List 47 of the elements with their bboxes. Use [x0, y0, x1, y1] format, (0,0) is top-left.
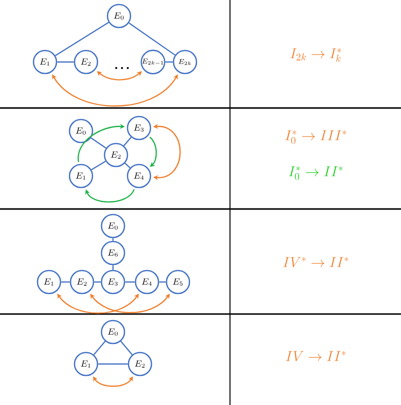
- circle-node: $E_6$: [100, 240, 126, 266]
- connector-line: [128, 22, 176, 56]
- math-label: $I_0^* \to II^*$: [288, 166, 343, 180]
- curved-arrow: [90, 294, 170, 314]
- connector-line: [165, 61, 173, 63]
- circle-node: $E_2$: [74, 50, 98, 74]
- circle-node: $E_2$: [128, 352, 152, 376]
- circle-node: $E_3$: [126, 116, 152, 140]
- connector-line: [124, 162, 130, 168]
- circle-node: $E_5$: [166, 270, 190, 294]
- curved-arrow: [85, 189, 135, 202]
- ellipsis: …: [115, 66, 129, 70]
- connector-line: [61, 281, 70, 283]
- circle-node: $E_1$: [68, 164, 94, 188]
- connector-line: [93, 340, 106, 356]
- math-label: $I_0^* \to III^*$: [285, 130, 346, 144]
- circle-node: $E_0$: [68, 118, 94, 144]
- circle-node: $E_2$: [70, 270, 94, 294]
- connector-line: [57, 61, 74, 63]
- connector-line: [94, 281, 101, 283]
- connector-line: [91, 160, 106, 170]
- circle-node: $E_1$: [36, 270, 62, 294]
- connector-line: [120, 340, 133, 356]
- circle-node: $E_0$: [106, 4, 132, 28]
- connector-line: [90, 137, 106, 149]
- circle-node: $E_1$: [74, 352, 98, 376]
- math-label: $I_{2k} \to I_k^*$: [290, 48, 342, 62]
- circle-node: $E_0$: [100, 320, 126, 344]
- connector-line: [159, 281, 166, 283]
- curved-arrow: [149, 136, 157, 167]
- circle-node: $E_2$: [104, 142, 128, 168]
- connector-line: [55, 22, 109, 56]
- circle-node: $E_3$: [100, 270, 126, 294]
- connector-line: [98, 363, 128, 365]
- math-label: $IV \to II^*$: [286, 351, 346, 362]
- circle-node: $E_4$: [126, 164, 152, 188]
- circle-node: $E_{2k-1}$: [140, 50, 166, 74]
- connector-line: [112, 238, 114, 241]
- connector-line: [112, 265, 114, 270]
- connector-line: [125, 281, 135, 283]
- connector-line: [123, 136, 132, 146]
- math-label: $IV^* \to II^*$: [283, 257, 348, 268]
- circle-node: $E_1$: [32, 50, 58, 74]
- circle-node: $E_4$: [134, 270, 160, 294]
- circle-node: $E_{2k}$: [172, 50, 198, 74]
- curved-arrow: [57, 294, 139, 314]
- circle-node: $E_0$: [100, 214, 126, 238]
